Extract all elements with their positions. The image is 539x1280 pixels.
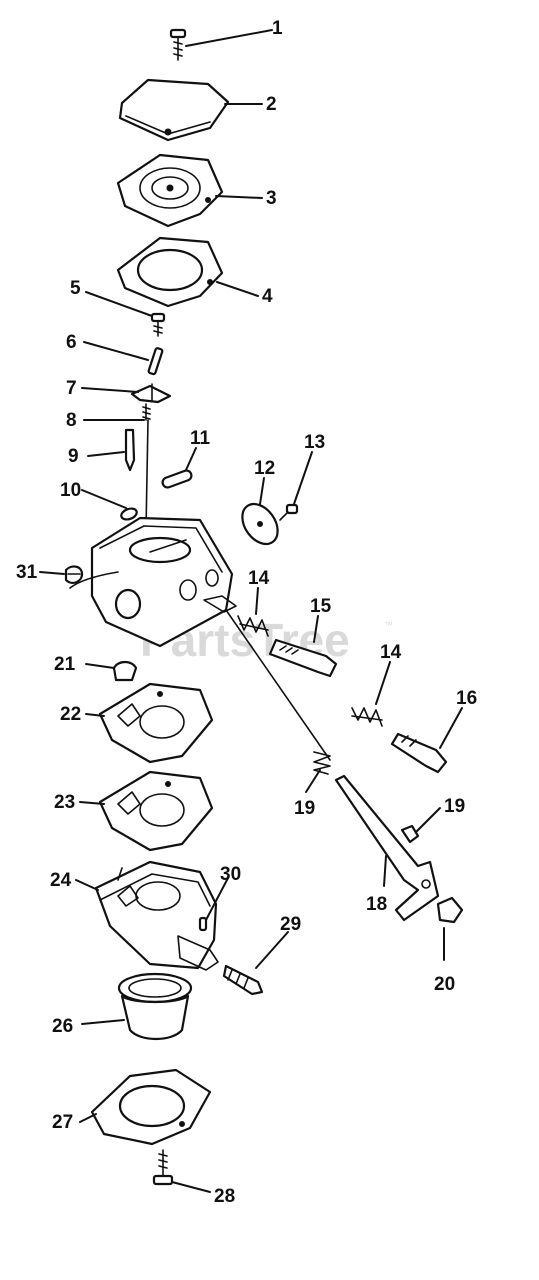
callout-9: 9	[68, 446, 79, 467]
callout-10: 10	[60, 480, 81, 501]
part-19-spring-left	[313, 751, 331, 775]
carburetor-body	[69, 516, 331, 761]
part-4-gasket	[116, 236, 224, 308]
part-21-cap	[112, 660, 138, 682]
callout-14-upper: 14	[248, 568, 270, 589]
part-13-screw	[279, 503, 299, 521]
part-14-spring-upper	[237, 615, 269, 637]
callout-30: 30	[220, 864, 241, 885]
callout-19-right: 19	[444, 796, 465, 817]
callout-6: 6	[66, 332, 77, 353]
callout-15: 15	[310, 596, 332, 617]
part-26-cup	[117, 972, 193, 1041]
callout-31: 31	[16, 562, 38, 583]
callout-13: 13	[304, 432, 325, 453]
callout-21: 21	[54, 654, 76, 675]
callout-16: 16	[456, 688, 477, 709]
part-30-pin	[198, 916, 208, 932]
callout-3: 3	[266, 188, 277, 209]
part-27-gasket	[90, 1068, 212, 1146]
callout-22: 22	[60, 704, 81, 725]
callout-8: 8	[66, 410, 77, 431]
part-16-adjusting-screw	[390, 732, 448, 774]
callout-7: 7	[66, 378, 77, 399]
part-3-diaphragm	[116, 153, 224, 228]
callout-18: 18	[366, 894, 387, 915]
callout-5: 5	[70, 278, 81, 299]
part-9-needle	[124, 428, 136, 472]
callout-11: 11	[190, 428, 211, 449]
callout-14-lower: 14	[380, 642, 402, 663]
callout-labels: 1 2 3 4 5 6 7 8 9 10 11 12 13 14 14 15 1…	[16, 18, 477, 1207]
part-18-throttle-shaft	[334, 774, 440, 922]
callout-29: 29	[280, 914, 301, 935]
callout-1: 1	[272, 18, 283, 39]
part-14-spring-lower	[351, 707, 383, 727]
callout-4: 4	[262, 286, 273, 307]
callout-26: 26	[52, 1016, 73, 1037]
callout-20: 20	[434, 974, 455, 995]
part-1-screw	[169, 28, 187, 61]
part-31-plug	[64, 565, 84, 584]
callout-24: 24	[50, 870, 72, 891]
watermark-trademark: ™	[384, 620, 393, 630]
part-20-nut	[436, 896, 464, 924]
part-10-ring	[120, 507, 138, 521]
callout-28: 28	[214, 1186, 235, 1207]
part-15-adjusting-screw	[268, 638, 338, 678]
part-8-spring	[142, 403, 151, 531]
part-7-lever	[130, 383, 172, 404]
part-23-gasket	[98, 770, 214, 852]
part-2-cover	[118, 78, 230, 142]
part-29-screw	[222, 964, 264, 996]
part-11-plug	[161, 469, 193, 489]
callout-2: 2	[266, 94, 277, 115]
part-5-screw	[150, 312, 166, 337]
part-19-clip-right	[400, 824, 420, 844]
part-28-screw	[152, 1149, 174, 1186]
part-6-pin	[147, 347, 164, 376]
part-22-gasket	[98, 682, 214, 764]
callout-19-left: 19	[294, 798, 315, 819]
leader-lines	[39, 29, 463, 1193]
callout-27: 27	[52, 1112, 73, 1133]
part-12-disc	[241, 502, 279, 546]
callout-12: 12	[254, 458, 275, 479]
part-24-pump-body	[94, 860, 219, 971]
callout-23: 23	[54, 792, 75, 813]
